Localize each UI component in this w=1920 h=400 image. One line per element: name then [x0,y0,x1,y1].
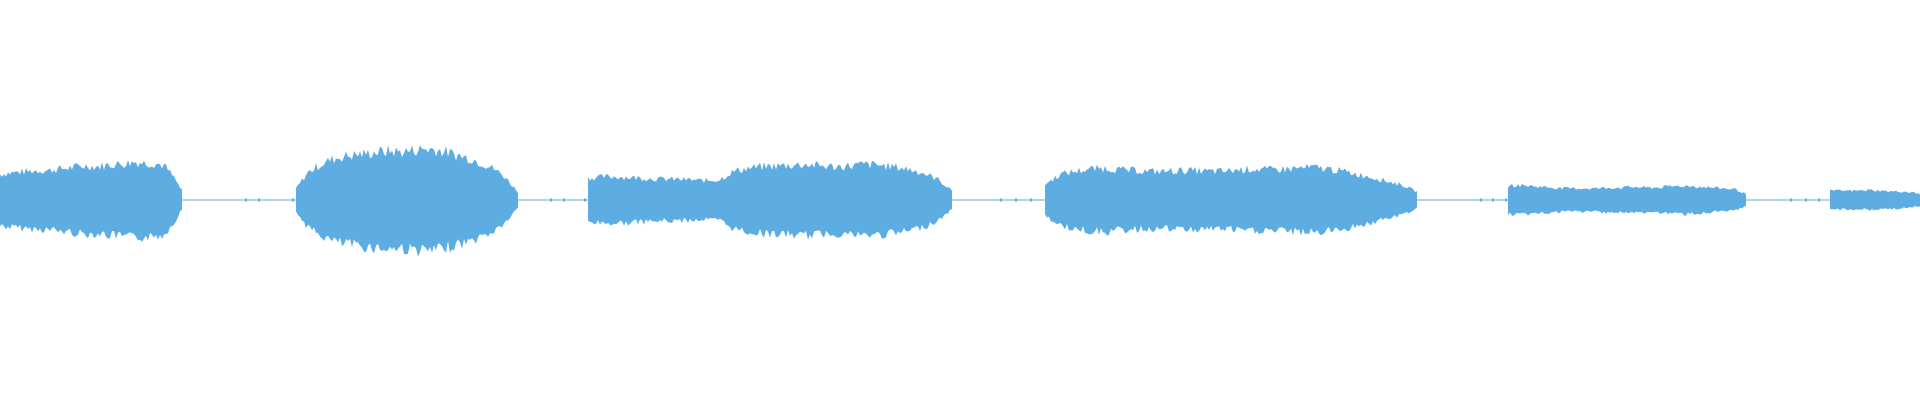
waveform-segment-6 [1830,189,1920,211]
silence-dot [292,198,294,202]
silence-dot [1790,198,1792,202]
waveform-segment-5 [1508,183,1746,216]
waveform-segment-3 [588,160,952,240]
silence-dot [1480,198,1482,202]
silence-dot [245,198,247,202]
silence-dot [563,198,565,202]
silence-dot [584,198,586,202]
silence-dot [1805,198,1807,202]
waveform-segment-4 [1045,163,1417,236]
waveform-segment-1 [0,160,182,242]
silence-dot [1818,198,1820,202]
waveform-segments [0,145,1920,257]
silence-dot [1492,198,1494,202]
silence-dot [1505,198,1507,202]
silence-dot [550,198,552,202]
silence-dot [1030,198,1032,202]
silence-dot [1000,198,1002,202]
silence-dot [1015,198,1017,202]
waveform-segment-2 [296,145,518,257]
silence-dots [245,198,1820,202]
silence-dot [258,198,260,202]
